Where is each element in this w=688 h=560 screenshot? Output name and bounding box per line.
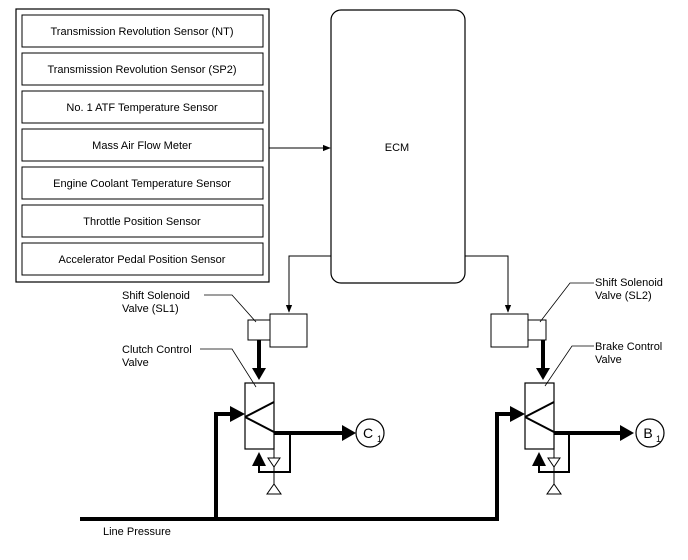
left-output-arrowhead xyxy=(342,425,356,441)
ecm-to-sl1-line xyxy=(285,255,331,313)
b1-output-circle: B 1 xyxy=(635,418,665,448)
sl1-leader-line xyxy=(204,294,257,323)
sensor-box-1: Transmission Revolution Sensor (NT) xyxy=(21,14,264,48)
sensor-label: No. 1 ATF Temperature Sensor xyxy=(66,102,218,114)
left-inlet-arrowhead xyxy=(230,406,245,422)
brake-valve-label-line1: Brake Control xyxy=(595,341,662,353)
b1-letter: B xyxy=(643,425,652,441)
right-feedback-arrowhead xyxy=(532,452,546,466)
left-feedback-arrowhead xyxy=(252,452,266,466)
c1-subscript: 1 xyxy=(377,434,382,444)
left-exhaust-symbol xyxy=(266,483,282,495)
sl2-label-line1: Shift Solenoid xyxy=(595,277,663,289)
sensor-box-2: Transmission Revolution Sensor (SP2) xyxy=(21,52,264,86)
c1-output-circle: C 1 xyxy=(355,418,385,448)
left-drain-symbol xyxy=(267,457,281,468)
sensor-label: Engine Coolant Temperature Sensor xyxy=(53,178,231,190)
brake-control-valve xyxy=(524,382,555,450)
sensor-box-4: Mass Air Flow Meter xyxy=(21,128,264,162)
ecm-box: ECM xyxy=(330,9,466,284)
brake-valve-label-line2: Valve xyxy=(595,354,622,366)
line-pressure-label: Line Pressure xyxy=(103,526,171,538)
sl1-to-valve-arrowhead xyxy=(252,368,266,380)
sensor-box-3: No. 1 ATF Temperature Sensor xyxy=(21,90,264,124)
sensor-label: Throttle Position Sensor xyxy=(83,216,201,228)
sensor-label: Accelerator Pedal Position Sensor xyxy=(59,254,226,266)
right-drain-symbol xyxy=(547,457,561,468)
sl1-label-line1: Shift Solenoid xyxy=(122,290,190,302)
clutch-valve-label-line2: Valve xyxy=(122,357,149,369)
sensor-box-7: Accelerator Pedal Position Sensor xyxy=(21,242,264,276)
clutch-control-valve xyxy=(244,382,275,450)
clutch-valve-leader-line xyxy=(200,348,257,388)
b1-subscript: 1 xyxy=(656,434,661,444)
right-output-arrowhead xyxy=(620,425,634,441)
sl2-label-line2: Valve (SL2) xyxy=(595,290,652,302)
shift-solenoid-sl2 xyxy=(490,313,547,348)
sl2-leader-line xyxy=(539,282,594,323)
shift-solenoid-sl1 xyxy=(247,313,308,348)
sensor-box-6: Throttle Position Sensor xyxy=(21,204,264,238)
sensor-label: Transmission Revolution Sensor (NT) xyxy=(51,26,234,38)
brake-valve-leader-line xyxy=(544,345,594,387)
right-exhaust-symbol xyxy=(546,483,562,495)
sensor-label: Transmission Revolution Sensor (SP2) xyxy=(47,64,236,76)
sl1-label-line2: Valve (SL1) xyxy=(122,303,179,315)
ecm-to-sl2-line xyxy=(465,255,512,313)
right-inlet-line xyxy=(495,412,512,519)
c1-letter: C xyxy=(363,425,373,441)
sensor-box-5: Engine Coolant Temperature Sensor xyxy=(21,166,264,200)
sensor-label: Mass Air Flow Meter xyxy=(92,140,192,152)
sl2-to-valve-arrowhead xyxy=(536,368,550,380)
ecm-label: ECM xyxy=(385,142,409,154)
right-inlet-arrowhead xyxy=(510,406,525,422)
left-inlet-line xyxy=(214,412,232,519)
clutch-valve-label-line1: Clutch Control xyxy=(122,344,192,356)
